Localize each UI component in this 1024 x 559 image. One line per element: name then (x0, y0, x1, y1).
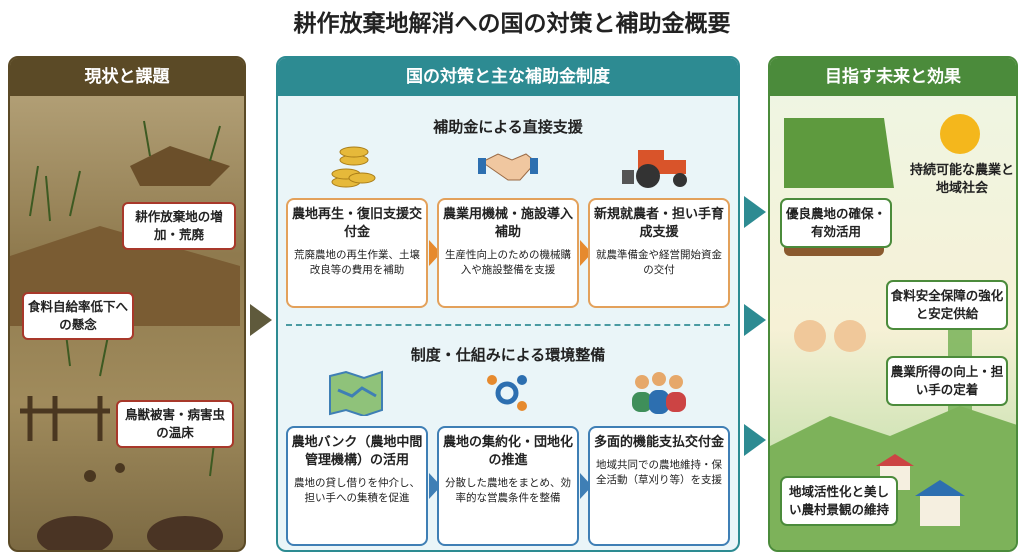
effect-regional-revitalization: 地域活性化と美しい農村景観の維持 (780, 476, 898, 526)
arrow-right-icon (744, 304, 766, 336)
card-description: 就農準備金や経営開始資金の交付 (596, 249, 722, 276)
current-issues-panel: 現状と課題 耕作放棄地の増加・荒廃 食料自給率低下への懸念 鳥獣被害・病害虫の温… (8, 56, 246, 552)
card-multifunction-payment: 多面的機能支払交付金地域共同での農地維持・保全活動（草刈り等）を支援 (588, 426, 730, 546)
issue-food-self-sufficiency: 食料自給率低下への懸念 (22, 292, 134, 340)
card-land-consolidation: 農地の集約化・団地化の推進分散した農地をまとめ、効率的な営農条件を整備 (437, 426, 579, 546)
tractor-icon (622, 150, 687, 188)
card-title: 農業用機械・施設導入補助 (442, 207, 573, 240)
arrow-right-icon (744, 196, 766, 228)
issue-abandoned-land: 耕作放棄地の増加・荒廃 (122, 202, 236, 250)
section-title-environment: 制度・仕組みによる環境整備 (410, 346, 606, 364)
card-description: 生産性向上のための機械購入や施設整備を支援 (445, 249, 571, 276)
coins-icon (331, 146, 376, 188)
community-people-icon (632, 372, 686, 414)
card-description: 分散した農地をまとめ、効率的な営農条件を整備 (445, 477, 571, 504)
effect-farm-income: 農業所得の向上・担い手の定着 (886, 356, 1008, 406)
effect-farmland-use: 優良農地の確保・有効活用 (780, 198, 892, 248)
card-new-farmer-support: 新規就農者・担い手育成支援就農準備金や経営開始資金の交付 (588, 198, 730, 308)
card-land-restoration-grant: 農地再生・復旧支援交付金荒廃農地の再生作業、土壌改良等の費用を補助 (286, 198, 428, 308)
arrow-right-icon (744, 424, 766, 456)
issue-wildlife-damage: 鳥獣被害・病害虫の温床 (116, 400, 234, 448)
arrow-right-icon (250, 304, 272, 336)
card-description: 荒廃農地の再生作業、土壌改良等の費用を補助 (294, 249, 420, 276)
handshake-icon (478, 153, 538, 181)
card-description: 地域共同での農地維持・保全活動（草刈り等）を支援 (596, 459, 722, 486)
panel-header: 現状と課題 (10, 58, 244, 96)
card-farmland-bank: 農地バンク（農地中間管理機構）の活用農地の貸し借りを仲介し、担い手への集積を促進 (286, 426, 428, 546)
panel-header: 国の対策と主な補助金制度 (278, 58, 738, 96)
gears-icon (487, 375, 527, 411)
card-title: 農地バンク（農地中間管理機構）の活用 (291, 435, 423, 468)
page-title: 耕作放棄地解消への国の対策と補助金概要 (293, 11, 731, 37)
card-machinery-subsidy: 農業用機械・施設導入補助生産性向上のための機械購入や施設整備を支援 (437, 198, 579, 308)
card-title: 多面的機能支払交付金 (593, 435, 724, 450)
effect-food-security: 食料安全保障の強化と安定供給 (886, 280, 1008, 330)
card-title: 農地の集約化・団地化の推進 (442, 435, 573, 468)
card-title: 農地再生・復旧支援交付金 (291, 207, 422, 240)
future-effects-panel: 目指す未来と効果 持続可能な農業と地域社会 優良農地の確保・有効活用 食料安全保… (768, 56, 1018, 552)
measures-panel: 国の対策と主な補助金制度 補助金による直接支援 農地再生・復旧支援交付金荒廃農地… (276, 56, 740, 552)
map-icon (329, 370, 383, 416)
panel-header: 目指す未来と効果 (770, 58, 1016, 96)
section-divider (286, 324, 730, 326)
section-title-direct-support: 補助金による直接支援 (433, 118, 583, 136)
card-title: 新規就農者・担い手育成支援 (593, 207, 724, 240)
card-description: 農地の貸し借りを仲介し、担い手への集積を促進 (294, 477, 420, 504)
goal-text: 持続可能な農業と地域社会 (909, 163, 1014, 196)
